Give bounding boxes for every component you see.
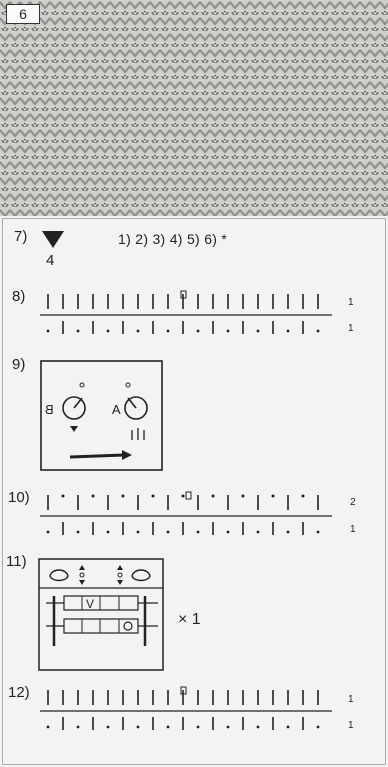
step-7-count: 4	[46, 252, 54, 269]
size-list: 1) 2) 3) 4) 5) 6) *	[118, 231, 227, 247]
step-7-label: 7)	[14, 228, 27, 245]
step-12-label: 12)	[8, 684, 30, 701]
swatch-number-badge: 6	[6, 4, 40, 24]
dial-a-label: A	[112, 402, 121, 417]
knitted-swatch-photo	[0, 0, 388, 216]
step-10-bottom-count: 1	[350, 524, 356, 535]
step-12-top-count: 1	[348, 694, 354, 705]
repeat-count: × 1	[178, 611, 201, 629]
step-8-label: 8)	[12, 288, 25, 305]
svg-text:V: V	[86, 597, 94, 611]
dial-b-label: B	[45, 402, 54, 417]
needle-row-8	[40, 286, 340, 346]
needle-row-12	[40, 682, 340, 742]
step-10-top-count: 2	[350, 497, 356, 508]
step-8-top-count: 1	[348, 297, 354, 308]
step-12-bottom-count: 1	[348, 720, 354, 731]
down-triangle-icon	[40, 229, 66, 249]
carriage-dial-diagram	[40, 360, 164, 472]
step-11-label: 11)	[6, 553, 27, 570]
step-9-label: 9)	[12, 356, 25, 373]
needle-row-10	[40, 487, 340, 547]
step-10-label: 10)	[8, 489, 30, 506]
carriage-lever-diagram: V	[38, 558, 166, 672]
step-8-bottom-count: 1	[348, 323, 354, 334]
